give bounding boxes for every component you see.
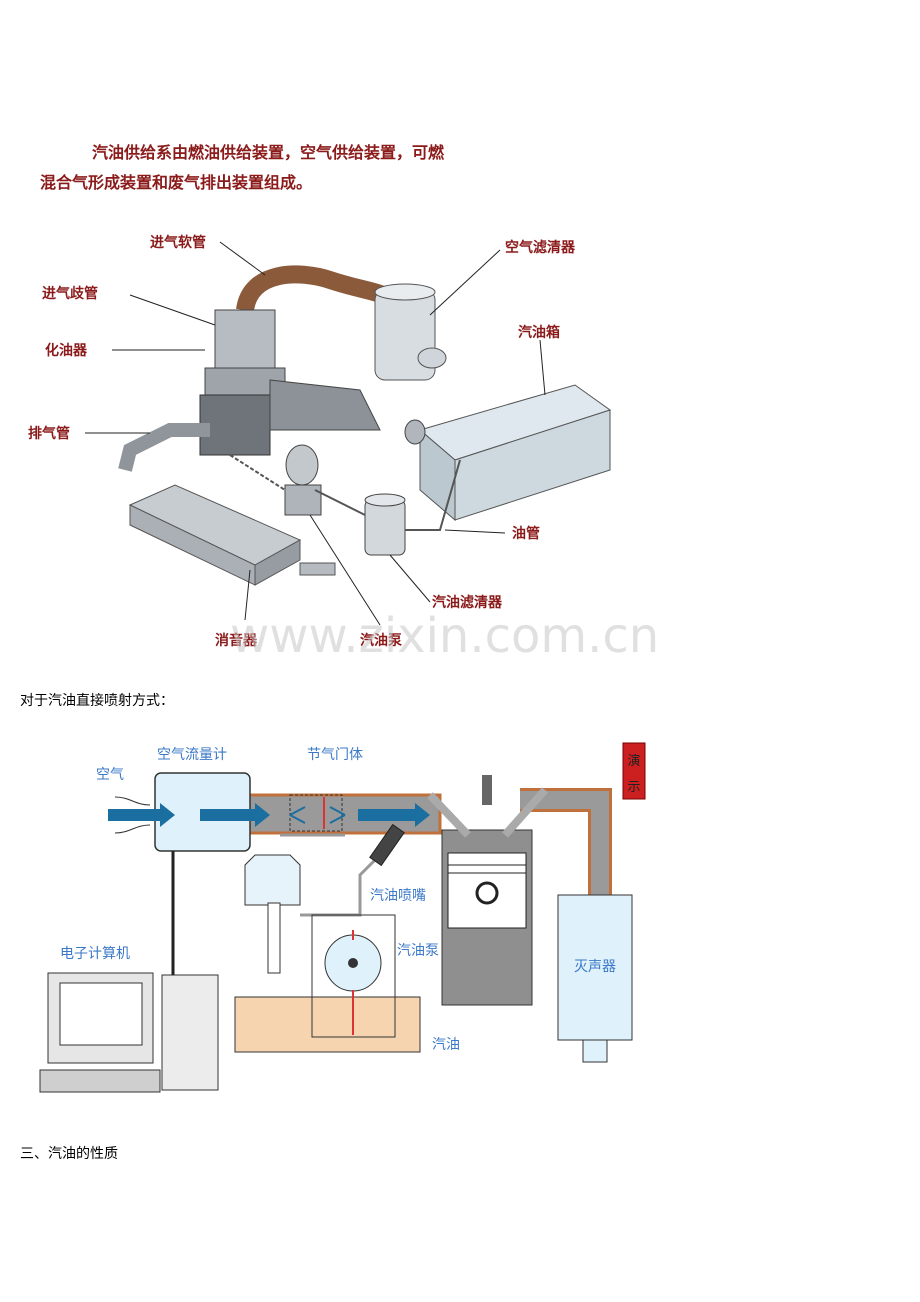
direct-injection-diagram: 演 示 空气 空气流量计 节气门体 汽油喷嘴 汽油泵 电子计算机 汽油 灭声器 <box>39 742 646 1093</box>
label-air-flow-meter: 空气流量计 <box>157 747 227 763</box>
muffler-shape <box>128 484 336 586</box>
engine-cylinder <box>427 775 548 1006</box>
label-carburetor: 化油器 <box>45 342 88 359</box>
label-fuel-tank: 汽油箱 <box>518 324 560 341</box>
label-fuel-pump: 汽油泵 <box>360 632 402 649</box>
computer-shape <box>39 972 219 1093</box>
label-injector: 汽油喷嘴 <box>370 888 426 904</box>
intake-manifold-shape <box>269 379 381 431</box>
exhaust-pipe-shape <box>118 423 210 472</box>
air-arrow-2 <box>200 803 270 827</box>
figure1-caption-line2: 混合气形成装置和废气排出装置组成。 <box>40 173 312 192</box>
label-gasoline: 汽油 <box>432 1037 460 1053</box>
label-air: 空气 <box>96 767 124 783</box>
fuel-line-shape <box>314 459 461 531</box>
fuel-system-diagram: 汽油供给系由燃油供给装置，空气供给装置，可燃 混合气形成装置和废气排出装置组成。 <box>28 143 659 660</box>
air-arrow-3 <box>358 803 430 827</box>
label-fuel-filter: 汽油滤清器 <box>432 594 503 611</box>
intake-hose-shape <box>236 265 400 312</box>
section-heading-gasoline-properties: 三、汽油的性质 <box>20 1146 118 1162</box>
paragraph-direct-injection: 对于汽油直接喷射方式： <box>20 693 174 709</box>
label-fuel-line: 油管 <box>512 525 540 542</box>
label-muffler: 灭声器 <box>574 959 616 975</box>
fuel-filter-shape <box>364 493 406 556</box>
label-intake-hose: 进气软管 <box>150 234 206 251</box>
label-throttle-body: 节气门体 <box>307 747 363 763</box>
label-air-filter: 空气滤清器 <box>505 239 576 256</box>
figure1-caption-line1: 汽油供给系由燃油供给装置，空气供给装置，可燃 <box>92 143 445 162</box>
demo-badge-top: 演 <box>627 753 640 769</box>
label-fuel-pump: 汽油泵 <box>397 943 439 959</box>
watermark: www.zixin.com.cn <box>230 608 659 660</box>
fuel-pump-box <box>311 914 396 1038</box>
fuel-tank-shape <box>404 384 612 522</box>
label-computer: 电子计算机 <box>60 946 130 962</box>
air-filter-shape <box>374 283 447 381</box>
label-muffler: 消音器 <box>215 632 258 649</box>
demo-badge-bottom: 示 <box>627 780 640 795</box>
fuel-pump-shape <box>284 444 322 516</box>
label-intake-manifold: 进气歧管 <box>42 285 98 302</box>
injector-shape <box>369 823 405 867</box>
demo-badge[interactable] <box>622 742 646 800</box>
air-arrow-1 <box>108 803 175 827</box>
muffler-box <box>557 894 633 1041</box>
label-exhaust-pipe: 排气管 <box>28 425 70 442</box>
fuel-tank-box <box>234 996 421 1053</box>
